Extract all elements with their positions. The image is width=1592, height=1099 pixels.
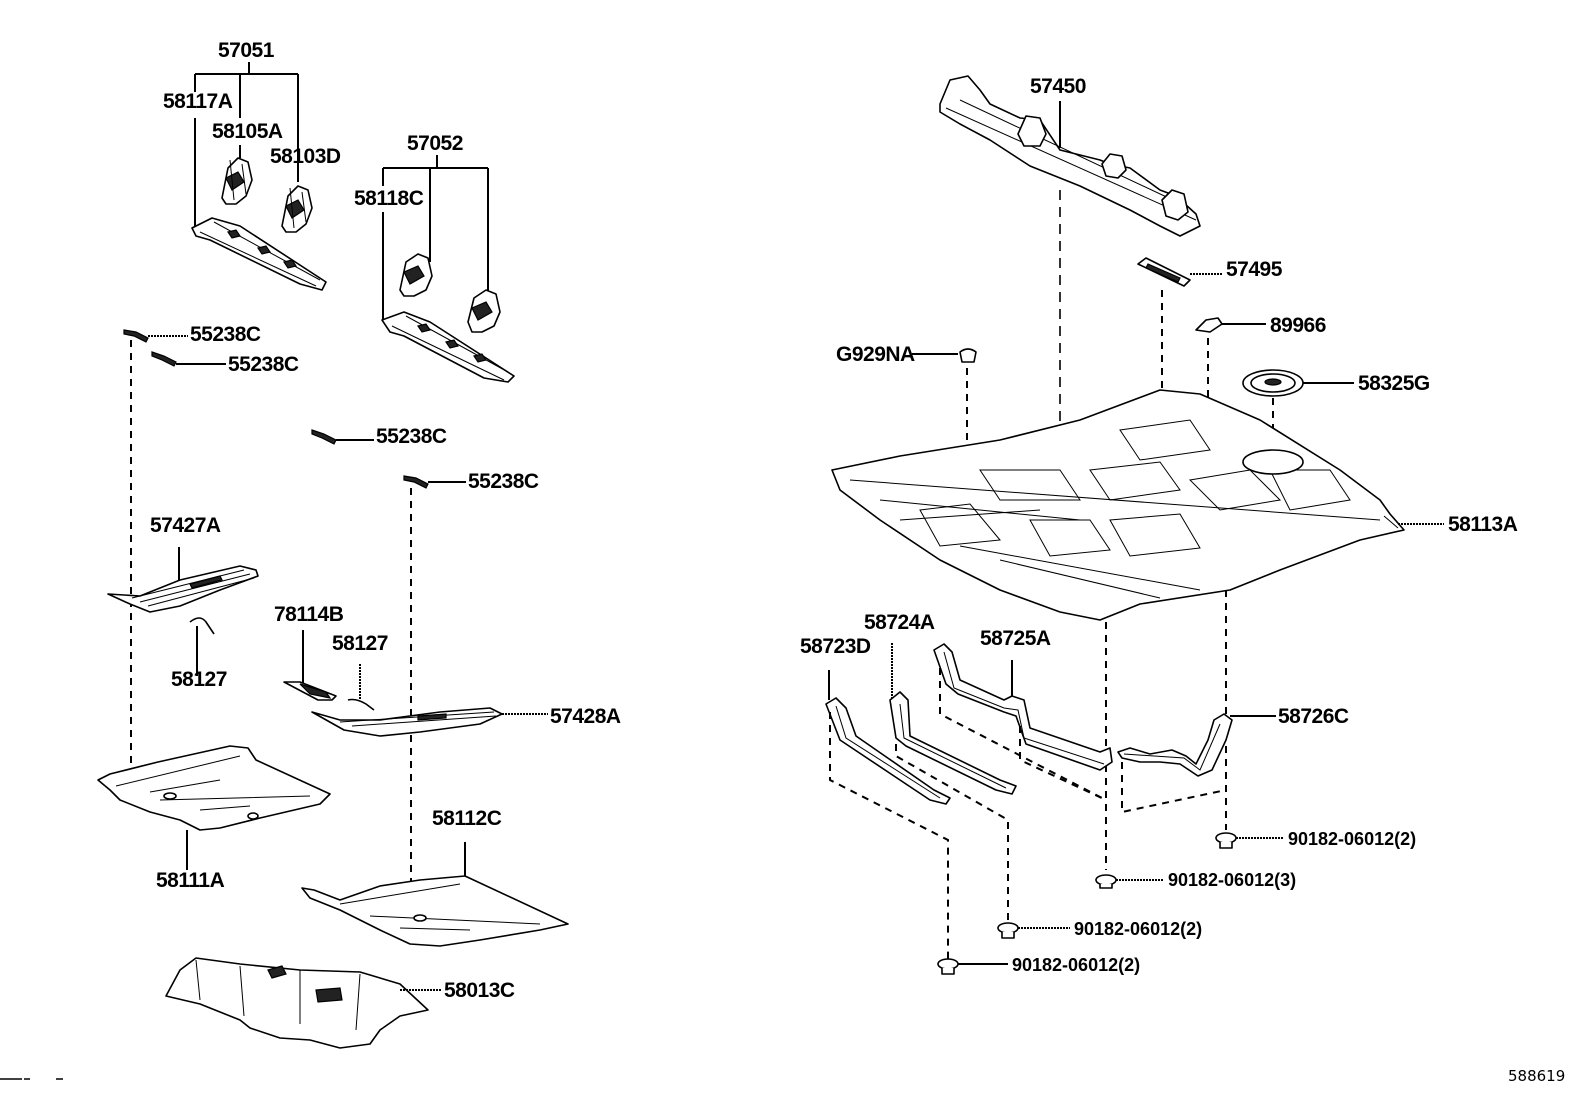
part-58725A[interactable]: 58725A: [933, 627, 1113, 801]
part-58118C-bracket-b[interactable]: [467, 289, 501, 333]
part-89966[interactable]: 89966: [1195, 314, 1326, 337]
part-58724A[interactable]: 58724A: [864, 611, 1017, 920]
label-bolt-2[interactable]: 90182-06012(3): [1168, 870, 1296, 890]
part-55238C-2[interactable]: 55238C: [151, 351, 299, 376]
label-55238C-4[interactable]: 55238C: [468, 470, 539, 493]
label-bolt-4[interactable]: 90182-06012(2): [1012, 955, 1140, 975]
label-58723D[interactable]: 58723D: [800, 635, 871, 658]
part-58325G[interactable]: 58325G: [1242, 369, 1430, 397]
part-55238C-4[interactable]: 55238C: [403, 470, 539, 493]
label-57450[interactable]: 57450: [1030, 75, 1086, 98]
part-57428A[interactable]: 57428A: [311, 705, 621, 737]
part-58127-2[interactable]: 58127: [332, 632, 388, 711]
part-58103D[interactable]: [281, 185, 313, 233]
part-G929NA[interactable]: G929NA: [836, 343, 977, 366]
part-58127-1[interactable]: 58127: [171, 617, 227, 691]
part-58726C[interactable]: 58726C: [1117, 705, 1349, 814]
label-58113A[interactable]: 58113A: [1448, 513, 1518, 536]
part-57450[interactable]: 57450: [939, 75, 1201, 237]
part-55238C-1[interactable]: 55238C: [123, 323, 261, 346]
label-58118C[interactable]: 58118C: [354, 187, 424, 210]
label-58325G[interactable]: 58325G: [1358, 372, 1430, 395]
label-58111A[interactable]: 58111A: [156, 869, 225, 892]
label-55238C-1[interactable]: 55238C: [190, 323, 261, 346]
label-58117A[interactable]: 58117A: [163, 90, 233, 113]
label-89966[interactable]: 89966: [1270, 314, 1326, 337]
label-58726C[interactable]: 58726C: [1278, 705, 1349, 728]
label-58127-2[interactable]: 58127: [332, 632, 388, 655]
part-58118C[interactable]: [381, 311, 515, 383]
label-58105A[interactable]: 58105A: [212, 120, 283, 143]
bolt-90182-06012-4[interactable]: 90182-06012(2): [937, 955, 1140, 975]
label-G929NA[interactable]: G929NA: [836, 343, 916, 366]
part-55238C-3[interactable]: 55238C: [311, 425, 447, 448]
label-57495[interactable]: 57495: [1226, 258, 1283, 281]
bolt-90182-06012-3[interactable]: 90182-06012(2): [997, 919, 1202, 939]
part-78114B[interactable]: 78114B: [274, 603, 344, 701]
group-57052: 57052 58118C: [354, 132, 515, 383]
part-57495[interactable]: 57495: [1137, 257, 1283, 287]
label-55238C-2[interactable]: 55238C: [228, 353, 299, 376]
bolt-90182-06012-1[interactable]: 90182-06012(2): [1215, 829, 1416, 849]
label-57428A[interactable]: 57428A: [550, 705, 621, 728]
label-58103D[interactable]: 58103D: [270, 145, 341, 168]
group-57051: 57051 58117A 58105A 58103D: [163, 39, 341, 291]
part-58118C-bracket-a[interactable]: [399, 253, 433, 297]
label-57427A[interactable]: 57427A: [150, 514, 221, 537]
label-bolt-1[interactable]: 90182-06012(2): [1288, 829, 1416, 849]
part-58113A[interactable]: 58113A: [831, 389, 1518, 621]
part-58013C[interactable]: 58013C: [165, 957, 515, 1049]
label-58724A[interactable]: 58724A: [864, 611, 935, 634]
part-57427A[interactable]: 57427A: [107, 514, 259, 613]
label-58127-1[interactable]: 58127: [171, 668, 227, 691]
label-58112C[interactable]: 58112C: [432, 807, 502, 830]
part-58723D[interactable]: 58723D: [800, 635, 951, 960]
part-58117A[interactable]: [191, 217, 327, 291]
label-78114B[interactable]: 78114B: [274, 603, 344, 626]
diagram-reference-code: 588619: [1508, 1067, 1565, 1085]
label-58013C[interactable]: 58013C: [444, 979, 515, 1002]
label-57051[interactable]: 57051: [218, 39, 275, 62]
label-58725A[interactable]: 58725A: [980, 627, 1051, 650]
part-58105A[interactable]: [221, 157, 253, 205]
label-55238C-3[interactable]: 55238C: [376, 425, 447, 448]
bolt-90182-06012-2[interactable]: 90182-06012(3): [1095, 870, 1296, 890]
label-bolt-3[interactable]: 90182-06012(2): [1074, 919, 1202, 939]
part-58112C[interactable]: 58112C: [301, 807, 569, 947]
label-57052[interactable]: 57052: [407, 132, 463, 155]
part-58111A[interactable]: 58111A: [97, 745, 331, 892]
